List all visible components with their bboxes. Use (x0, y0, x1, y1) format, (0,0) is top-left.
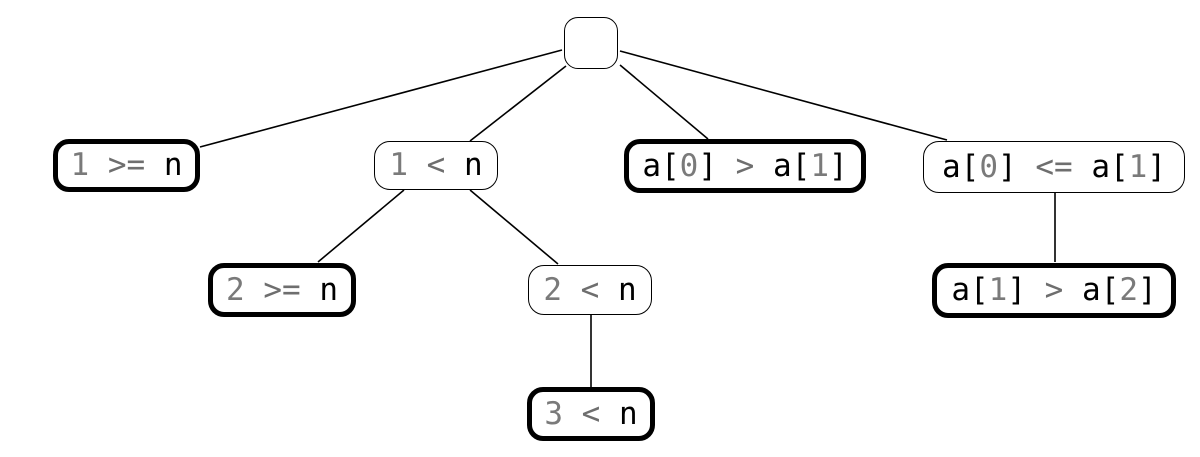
node-token: 0 (979, 148, 998, 185)
edge-n2-n5 (317, 189, 405, 263)
condition-node: 2 >= n (208, 263, 356, 317)
node-token: a[ (754, 147, 811, 184)
node-token: < (562, 271, 618, 308)
condition-node: 2 < n (528, 265, 652, 315)
node-token: ] (698, 147, 736, 184)
edge-root-n3 (619, 64, 709, 140)
node-token: 1 (70, 147, 90, 183)
node-token: 0 (679, 147, 699, 184)
condition-node: a[0] <= a[1] (923, 141, 1185, 193)
node-token: ] (829, 147, 848, 184)
node-token: 3 (544, 395, 563, 432)
node-token: ] (1138, 272, 1157, 308)
node-token: n (618, 271, 637, 308)
node-token: ] (1007, 272, 1045, 308)
node-token: 1 (389, 147, 408, 183)
node-token: >= (244, 271, 320, 308)
node-token: a[ (1072, 148, 1129, 185)
node-token: n (619, 395, 638, 432)
condition-node: 1 >= n (53, 139, 200, 192)
node-token: > (1044, 272, 1064, 308)
node-token: > (735, 147, 755, 184)
edge-n2-n6 (469, 189, 559, 265)
condition-node: a[1] > a[2] (932, 263, 1176, 318)
node-token: <= (1035, 148, 1073, 185)
edge-root-n1 (199, 49, 563, 148)
node-token: a[ (642, 147, 680, 184)
edge-root-n2 (469, 65, 567, 142)
node-token: n (464, 147, 483, 183)
root-node (564, 17, 618, 69)
node-token: 1 (988, 272, 1008, 308)
node-token: < (408, 147, 464, 183)
node-token: 2 (543, 271, 562, 308)
node-token: 1 (810, 147, 829, 184)
node-token: < (563, 395, 619, 432)
node-token: a[ (942, 148, 980, 185)
node-token: n (163, 147, 183, 183)
condition-node: a[0] > a[1] (624, 139, 866, 193)
condition-node: 1 < n (374, 141, 498, 190)
edge-root-n4 (619, 50, 948, 141)
node-token: a[ (1063, 272, 1120, 308)
node-token: n (319, 271, 338, 308)
node-token: 2 (1119, 272, 1138, 308)
node-token: 2 (226, 271, 245, 308)
condition-node: 3 < n (527, 387, 655, 441)
node-token: ] (998, 148, 1036, 185)
node-token: >= (89, 147, 164, 183)
node-token: ] (1147, 148, 1166, 185)
node-token: a[ (951, 272, 989, 308)
node-token: 1 (1128, 148, 1148, 185)
